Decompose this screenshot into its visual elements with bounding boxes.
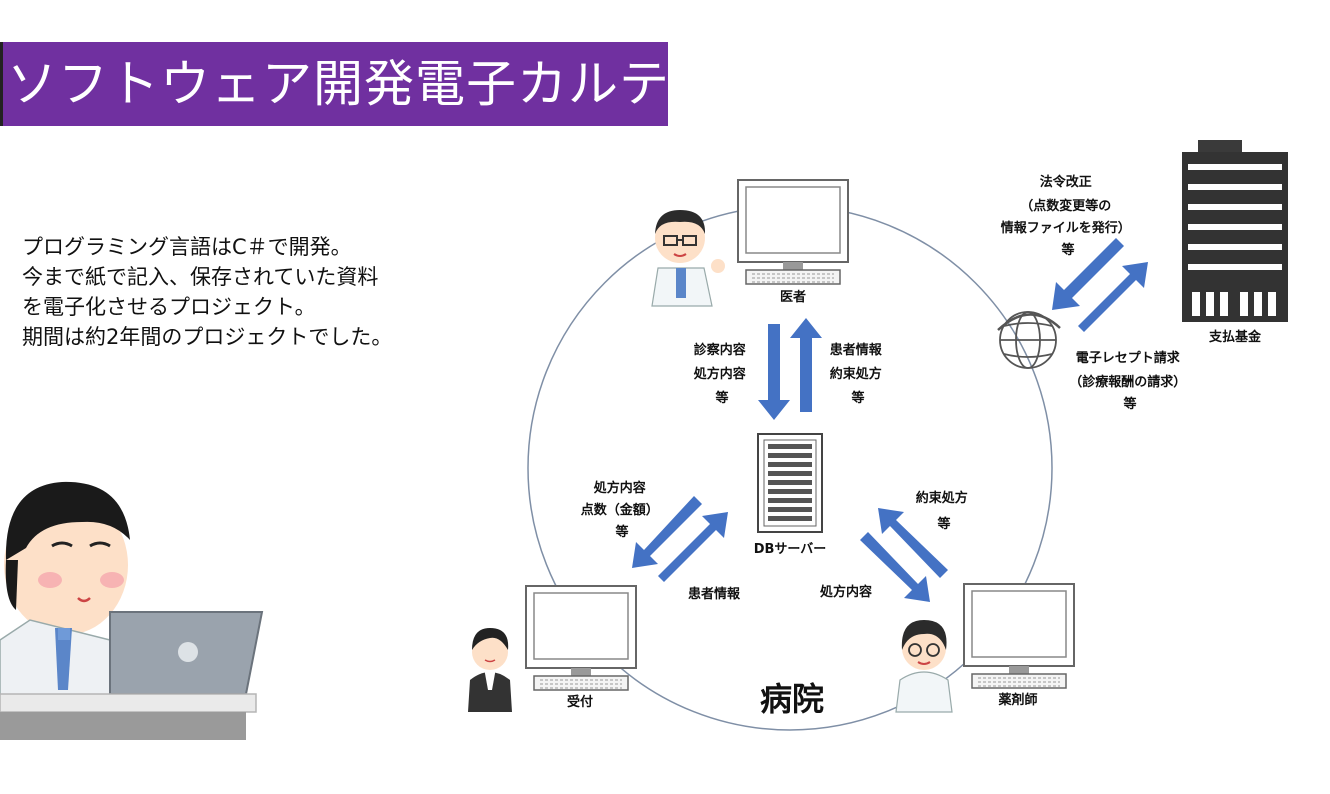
- flow-server-to-pharmacist: 処方内容: [819, 584, 872, 600]
- description-line-2: 今まで紙で記入、保存されていた資料: [22, 265, 379, 289]
- page-title: ソフトウェア開発電子カルテ: [7, 55, 670, 113]
- db-server: [757, 433, 823, 533]
- flow-server-to-doctor: 患者情報 約束処方 等: [830, 342, 887, 406]
- arrow-reception-to-server: [658, 512, 728, 582]
- flow-hospital-to-fund: 電子レセプト請求 （診療報酬の請求） 等: [1069, 350, 1191, 412]
- arrow-fund-to-hospital: [1052, 238, 1124, 310]
- arrow-server-to-doctor: [790, 318, 822, 412]
- arrow-doctor-to-server: [758, 324, 790, 420]
- fund-label: 支払基金: [1208, 329, 1262, 345]
- flow-server-to-reception: 処方内容 点数（金額） 等: [581, 480, 664, 540]
- hospital-label: 病院: [760, 680, 824, 718]
- programmer-illustration: [0, 481, 264, 740]
- flow-arrows: [632, 238, 1148, 602]
- description-line-3: を電子化させるプロジェクト。: [22, 295, 316, 319]
- flow-pharmacist-to-server: 約束処方 等: [916, 490, 973, 532]
- fund-building: [1182, 140, 1288, 322]
- reception-computer: [525, 585, 637, 691]
- title-banner: ソフトウェア開発電子カルテ: [0, 42, 670, 126]
- arrow-pharmacist-to-server: [878, 508, 948, 578]
- pharmacist-computer: [963, 583, 1075, 689]
- doctor-label: 医者: [780, 289, 806, 305]
- arrow-server-to-reception: [632, 496, 702, 568]
- receptionist-illustration: [468, 628, 512, 712]
- doctor-illustration: [651, 210, 725, 307]
- doctor-computer: [737, 179, 849, 285]
- arrow-server-to-pharmacist: [860, 532, 930, 602]
- description-line-4: 期間は約2年間のプロジェクトでした。: [22, 325, 393, 349]
- description: プログラミング言語はC＃で開発。 今まで紙で記入、保存されていた資料 を電子化さ…: [22, 232, 392, 352]
- pharmacist-label: 薬剤師: [997, 692, 1037, 708]
- reception-label: 受付: [567, 694, 593, 710]
- server-label: DBサーバー: [754, 542, 827, 557]
- arrow-hospital-to-fund: [1078, 262, 1148, 332]
- flow-fund-to-hospital: 法令改正 （点数変更等の 情報ファイルを発行） 等: [1001, 174, 1136, 258]
- flow-reception-to-server: 患者情報: [688, 586, 741, 602]
- pharmacist-illustration: [895, 620, 953, 713]
- globe-icon: [997, 311, 1061, 369]
- flow-doctor-to-server: 診察内容 処方内容 等: [693, 342, 751, 406]
- description-line-1: プログラミング言語はC＃で開発。: [22, 235, 352, 259]
